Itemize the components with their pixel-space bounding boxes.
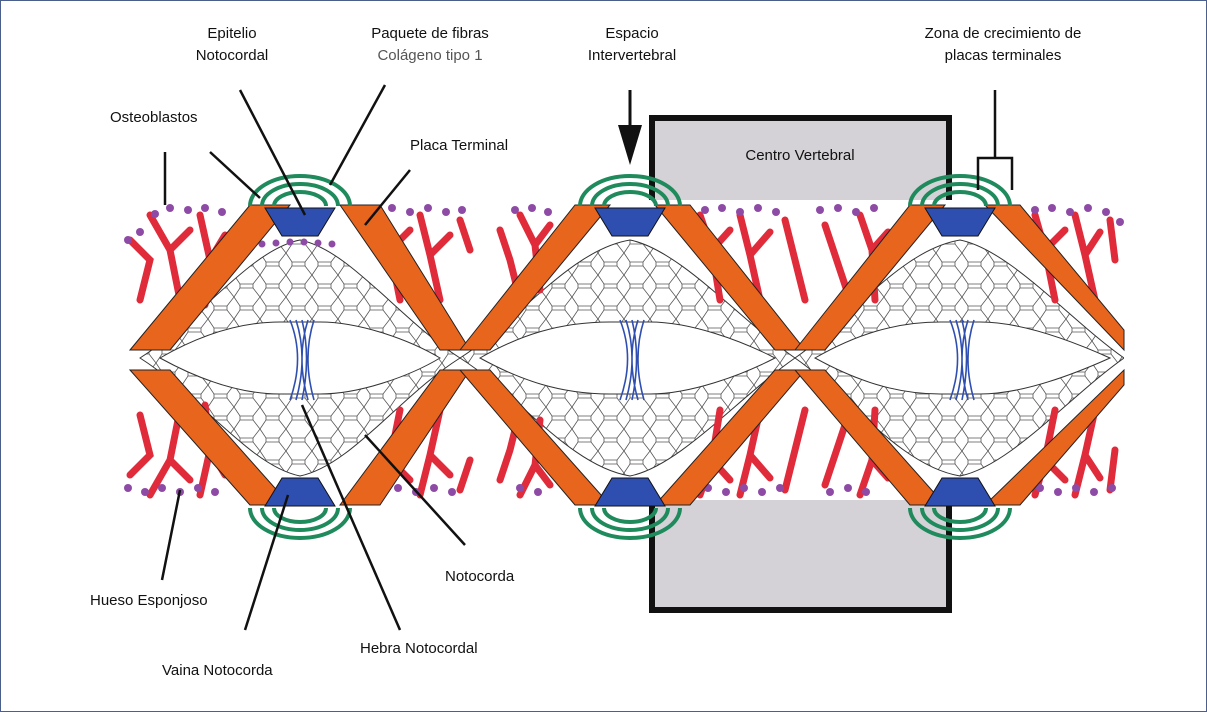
- label-espacio-line1: Espacio: [605, 25, 658, 42]
- label-espacio-line2: Intervertebral: [588, 47, 676, 64]
- growth-zone-bracket: [978, 90, 1012, 190]
- label-vaina-notocorda: Vaina Notocorda: [162, 662, 273, 679]
- label-centro-vertebral: Centro Vertebral: [745, 147, 854, 164]
- intervertebral-arrow: [618, 90, 642, 165]
- label-hueso-esponjoso: Hueso Esponjoso: [90, 592, 208, 609]
- label-paquete-line1: Paquete de fibras: [371, 25, 489, 42]
- label-notocorda: Notocorda: [445, 568, 515, 585]
- label-placa-terminal: Placa Terminal: [410, 137, 508, 154]
- label-hebra-notocordal: Hebra Notocordal: [360, 640, 478, 657]
- label-paquete-line2: Colágeno tipo 1: [377, 47, 482, 64]
- label-epitelio-line1: Epitelio: [207, 25, 256, 42]
- label-epitelio-line2: Notocordal: [196, 47, 269, 64]
- label-zona-line1: Zona de crecimiento de: [925, 25, 1082, 42]
- vertebral-column: [118, 205, 1124, 495]
- label-zona-line2: placas terminales: [945, 47, 1062, 64]
- label-osteoblastos: Osteoblastos: [110, 109, 198, 126]
